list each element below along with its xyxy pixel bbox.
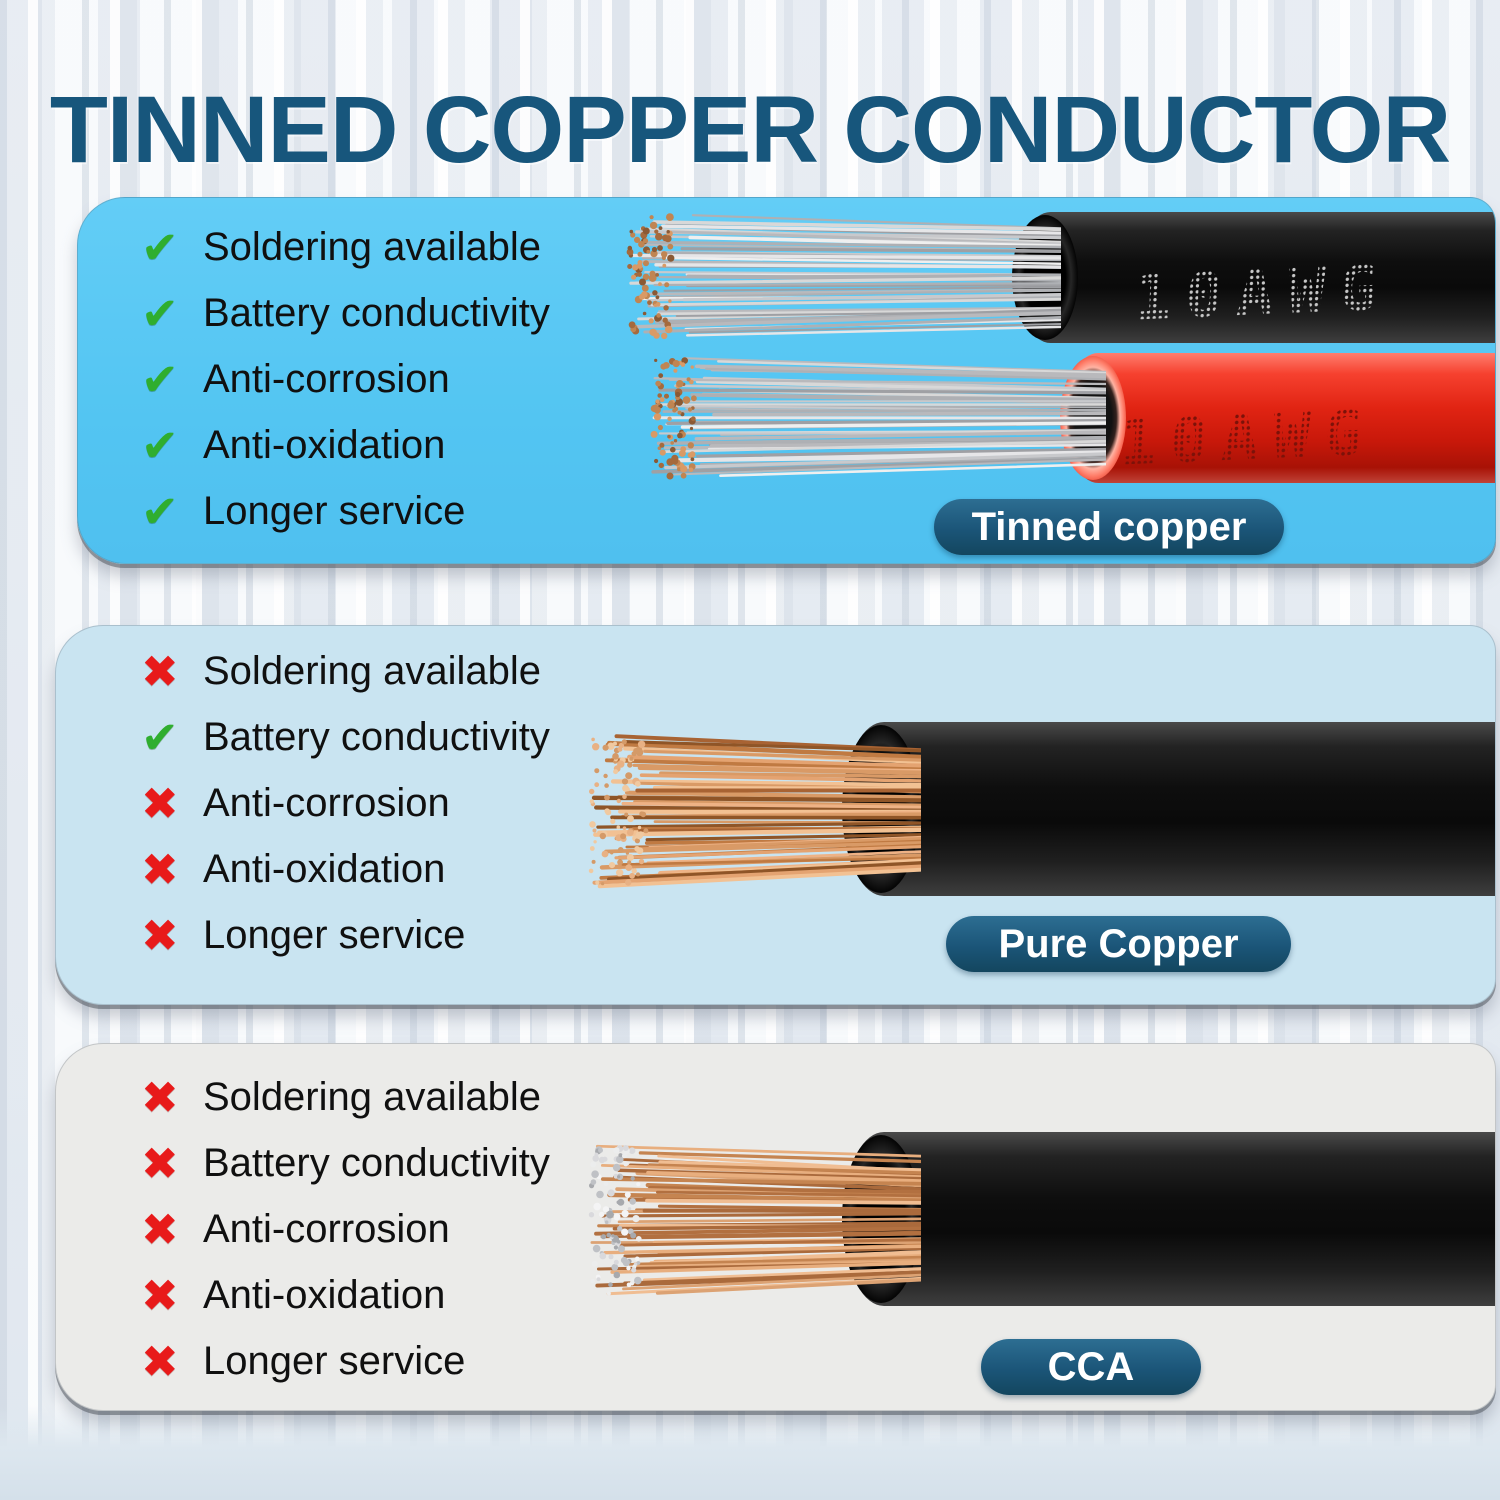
feature-list-pure-copper: ✖ Soldering available ✔ Battery conductivi…	[141, 638, 550, 968]
feature-label: Longer service	[203, 1338, 466, 1383]
pure-copper-cable-photo	[581, 716, 1495, 906]
feature-label: Anti-oxidation	[203, 422, 446, 467]
label-tinned-copper: Tinned copper	[934, 499, 1284, 555]
feature-label: Anti-corrosion	[203, 1206, 450, 1251]
cross-icon: ✖	[141, 1070, 179, 1124]
cross-icon: ✖	[141, 1136, 179, 1190]
feature-row: ✖ Longer service	[141, 1328, 550, 1394]
feature-row: ✔ Longer service	[141, 478, 550, 544]
label-pure-copper: Pure Copper	[946, 916, 1291, 972]
feature-row: ✖ Anti-oxidation	[141, 836, 550, 902]
check-icon: ✔	[141, 220, 179, 274]
black-cable-jacket: 10AWG	[1012, 212, 1495, 343]
feature-label: Soldering available	[203, 224, 542, 269]
cross-icon: ✖	[141, 1334, 179, 1388]
panel-cca: ✖ Soldering available ✖ Battery conductivi…	[55, 1043, 1496, 1411]
feature-label: Battery conductivity	[203, 714, 550, 759]
black-cable-jacket	[842, 722, 1495, 896]
tinned-strand-bundle	[626, 213, 1061, 340]
check-icon: ✔	[141, 352, 179, 406]
copper-strand-bundle	[588, 734, 921, 889]
feature-row: ✔ Anti-corrosion	[141, 346, 550, 412]
feature-row: ✖ Anti-oxidation	[141, 1262, 550, 1328]
cross-icon: ✖	[141, 1268, 179, 1322]
feature-row: ✔ Anti-oxidation	[141, 412, 550, 478]
cross-icon: ✖	[141, 776, 179, 830]
cca-strand-bundle	[588, 1144, 921, 1296]
panel-pure-copper: ✖ Soldering available ✔ Battery conductivi…	[55, 625, 1496, 1005]
feature-row: ✔ Battery conductivity	[141, 280, 550, 346]
check-icon: ✔	[141, 484, 179, 538]
red-cable-photo: 10AWG	[646, 347, 1495, 489]
feature-label: Battery conductivity	[203, 290, 550, 335]
background-bottom-strip	[0, 1405, 1500, 1500]
feature-label: Soldering available	[203, 648, 542, 693]
black-cable-photo: 10AWG	[621, 204, 1495, 349]
cable-print-10awg: 10AWG	[1117, 395, 1378, 480]
check-icon: ✔	[141, 418, 179, 472]
feature-label: Anti-corrosion	[203, 780, 450, 825]
feature-label: Anti-oxidation	[203, 1272, 446, 1317]
check-icon: ✔	[141, 286, 179, 340]
feature-row: ✖ Longer service	[141, 902, 550, 968]
feature-row: ✖ Soldering available	[141, 1064, 550, 1130]
black-cable-jacket	[842, 1132, 1495, 1306]
cable-print-10awg: 10AWG	[1132, 250, 1393, 335]
feature-label: Battery conductivity	[203, 1140, 550, 1185]
panel-tinned-copper: ✔ Soldering available ✔ Battery conductivi…	[77, 197, 1496, 564]
feature-row: ✖ Battery conductivity	[141, 1130, 550, 1196]
page-title: TINNED COPPER CONDUCTOR	[49, 77, 1451, 183]
feature-label: Soldering available	[203, 1074, 542, 1119]
feature-label: Longer service	[203, 488, 466, 533]
feature-label: Anti-corrosion	[203, 356, 450, 401]
cca-cable-photo	[581, 1126, 1495, 1316]
red-cable-jacket: 10AWG	[1060, 353, 1495, 483]
check-icon: ✔	[141, 710, 179, 764]
cross-icon: ✖	[141, 908, 179, 962]
feature-label: Anti-oxidation	[203, 846, 446, 891]
tinned-strand-bundle	[650, 357, 1106, 480]
cross-icon: ✖	[141, 1202, 179, 1256]
cross-icon: ✖	[141, 644, 179, 698]
feature-row: ✖ Anti-corrosion	[141, 1196, 550, 1262]
cross-icon: ✖	[141, 842, 179, 896]
feature-row: ✔ Battery conductivity	[141, 704, 550, 770]
label-cca: CCA	[981, 1339, 1201, 1395]
feature-row: ✖ Soldering available	[141, 638, 550, 704]
feature-row: ✖ Anti-corrosion	[141, 770, 550, 836]
feature-label: Longer service	[203, 912, 466, 957]
feature-row: ✔ Soldering available	[141, 214, 550, 280]
feature-list-cca: ✖ Soldering available ✖ Battery conductivi…	[141, 1064, 550, 1394]
feature-list-tinned: ✔ Soldering available ✔ Battery conductivi…	[141, 214, 550, 544]
